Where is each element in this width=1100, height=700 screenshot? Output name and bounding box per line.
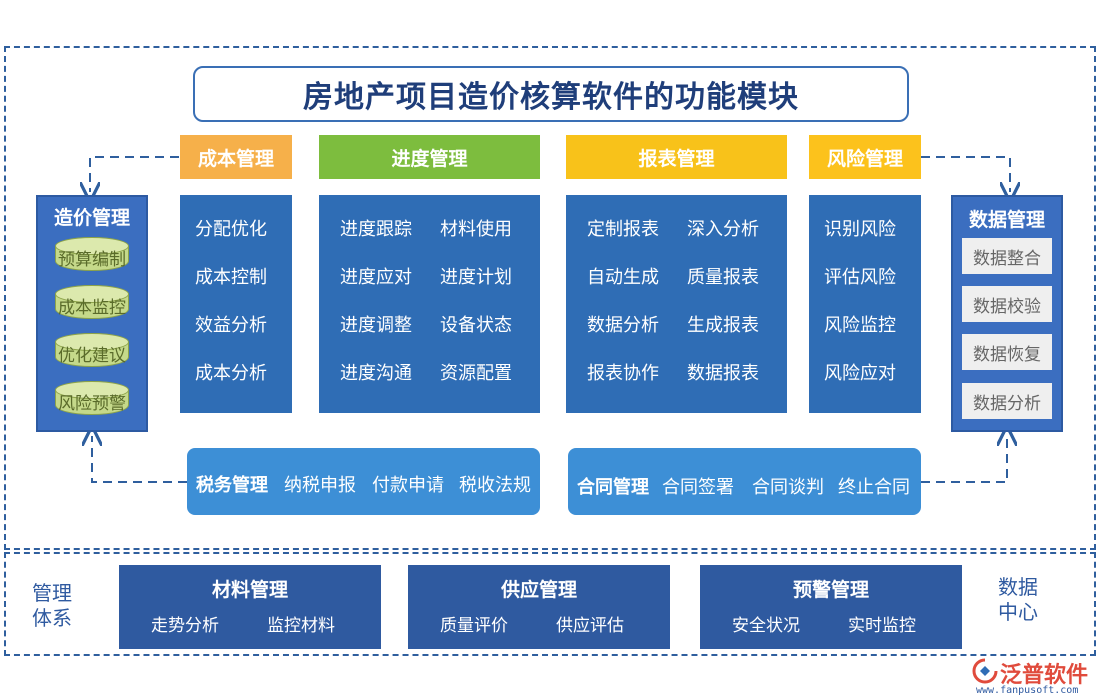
risk-mgmt-panel: 识别风险 评估风险 风险监控 风险应对	[809, 195, 921, 413]
cylinder-item: 优化建议	[55, 333, 129, 367]
data-item: 数据整合	[962, 238, 1052, 274]
cost-item: 成本控制	[195, 267, 267, 288]
warning-mgmt-panel: 预警管理 安全状况 实时监控	[700, 565, 962, 649]
report-item: 质量报表	[687, 267, 759, 288]
material-mgmt-panel: 材料管理 走势分析 监控材料	[119, 565, 381, 649]
report-item: 深入分析	[687, 219, 759, 240]
tax-item: 税收法规	[459, 475, 531, 496]
tax-item: 纳税申报	[284, 475, 356, 496]
progress-item: 进度调整	[340, 315, 412, 336]
contract-item: 合同签署	[662, 477, 734, 498]
report-mgmt-panel: 定制报表 自动生成 数据分析 报表协作 深入分析 质量报表 生成报表 数据报表	[566, 195, 787, 413]
tax-mgmt-bar: 税务管理 纳税申报 付款申请 税收法规	[187, 448, 540, 515]
supply-mgmt-panel: 供应管理 质量评价 供应评估	[408, 565, 670, 649]
risk-mgmt-header: 风险管理	[809, 135, 921, 179]
data-mgmt-title: 数据管理	[968, 209, 1045, 231]
progress-item: 材料使用	[440, 219, 512, 240]
cost-item: 分配优化	[195, 219, 267, 240]
risk-item: 评估风险	[824, 267, 896, 288]
report-item: 生成报表	[687, 315, 759, 336]
material-item: 走势分析	[151, 616, 219, 636]
data-center-label: 数据 中心	[998, 575, 1038, 624]
progress-item: 资源配置	[440, 363, 512, 384]
cylinder-item: 成本监控	[55, 285, 129, 319]
warning-mgmt-title: 预警管理	[792, 579, 869, 601]
data-mgmt-panel: 数据管理 数据整合 数据校验 数据恢复 数据分析	[951, 195, 1063, 432]
progress-mgmt-panel: 进度跟踪 进度应对 进度调整 进度沟通 材料使用 进度计划 设备状态 资源配置	[319, 195, 540, 413]
risk-item: 风险应对	[824, 363, 896, 384]
price-mgmt-title: 造价管理	[53, 207, 130, 229]
risk-item: 识别风险	[824, 219, 896, 240]
brand-logo: 泛普软件 www.fanpusoft.com	[970, 656, 1096, 698]
tax-item: 付款申请	[372, 475, 444, 496]
logo-mark-icon	[972, 658, 998, 684]
data-item: 数据校验	[962, 286, 1052, 322]
cost-mgmt-header: 成本管理	[180, 135, 292, 179]
contract-mgmt-title: 合同管理	[577, 477, 649, 498]
supply-item: 质量评价	[440, 616, 508, 636]
cost-item: 效益分析	[195, 315, 267, 336]
supply-item: 供应评估	[556, 616, 624, 636]
cost-item: 成本分析	[195, 363, 267, 384]
report-item: 数据报表	[687, 363, 759, 384]
bottom-frame	[4, 552, 1096, 656]
progress-item: 进度应对	[340, 267, 412, 288]
progress-item: 进度计划	[440, 267, 512, 288]
warning-item: 实时监控	[848, 616, 916, 636]
report-mgmt-header: 报表管理	[566, 135, 787, 179]
page-title: 房地产项目造价核算软件的功能模块	[193, 66, 909, 122]
contract-item: 合同谈判	[752, 477, 824, 498]
contract-item: 终止合同	[838, 477, 910, 498]
progress-mgmt-header: 进度管理	[319, 135, 540, 179]
management-system-label: 管理 体系	[32, 581, 72, 630]
material-item: 监控材料	[267, 616, 335, 636]
main-frame	[4, 46, 1096, 550]
report-item: 数据分析	[587, 315, 659, 336]
supply-mgmt-title: 供应管理	[500, 579, 577, 601]
tax-mgmt-title: 税务管理	[196, 475, 268, 496]
cylinder-item: 预算编制	[55, 237, 129, 271]
progress-item: 进度跟踪	[340, 219, 412, 240]
report-item: 自动生成	[587, 267, 659, 288]
price-mgmt-panel: 造价管理 预算编制 成本监控 优化建议 风险预警	[36, 195, 148, 432]
cylinder-item: 风险预警	[55, 381, 129, 415]
progress-item: 设备状态	[440, 315, 512, 336]
data-item: 数据恢复	[962, 334, 1052, 370]
report-item: 定制报表	[587, 219, 659, 240]
data-item: 数据分析	[962, 383, 1052, 419]
contract-mgmt-bar: 合同管理 合同签署 合同谈判 终止合同	[568, 448, 921, 515]
logo-url: www.fanpusoft.com	[976, 685, 1079, 696]
warning-item: 安全状况	[732, 616, 800, 636]
risk-item: 风险监控	[824, 315, 896, 336]
report-item: 报表协作	[587, 363, 659, 384]
material-mgmt-title: 材料管理	[211, 579, 288, 601]
cost-mgmt-panel: 分配优化 成本控制 效益分析 成本分析	[180, 195, 292, 413]
logo-name: 泛普软件	[1000, 663, 1089, 688]
progress-item: 进度沟通	[340, 363, 412, 384]
